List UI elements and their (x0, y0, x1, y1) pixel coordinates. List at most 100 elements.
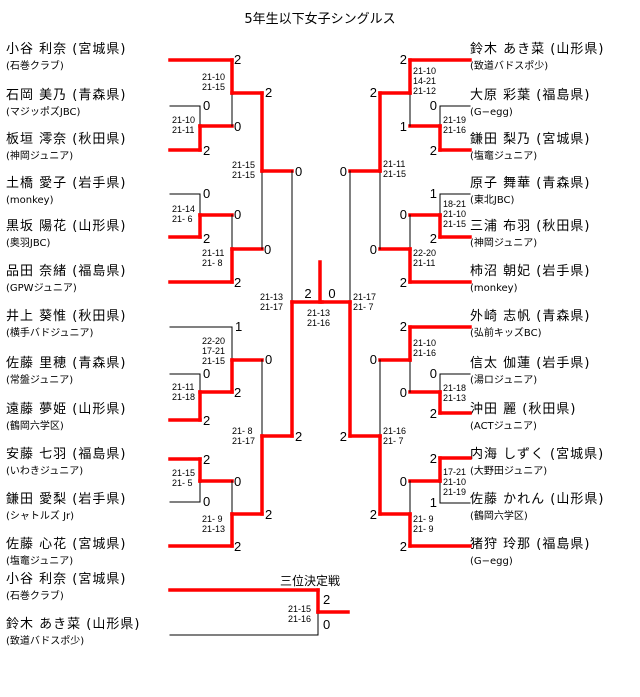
right-player-entry: 佐藤 かれん (山形県)(鶴岡六学区) (470, 492, 635, 523)
player-name: 原子 舞華 (青森県) (470, 176, 591, 191)
right-player-entry: 猪狩 玲那 (福島県)(G−egg) (470, 537, 635, 568)
game-score: 21-18 (172, 392, 195, 402)
game-score: 21-14 (172, 204, 195, 214)
player-club: (いわきジュニア) (6, 466, 84, 477)
game-score: 21-16 (413, 348, 436, 358)
match-score: 1 (235, 319, 242, 334)
game-score: 21-16 (383, 426, 406, 436)
match-score: 0 (370, 242, 377, 257)
match-score: 2 (400, 319, 407, 334)
player-name: 小谷 利奈 (宮城県) (6, 572, 127, 587)
game-score: 21-17 (232, 436, 255, 446)
match-score: 2 (234, 385, 241, 400)
player-club: (弘前キッズBC) (470, 328, 542, 339)
bracket-title: 5年生以下女子シングルス (244, 12, 396, 27)
player-name: 沖田 麗 (秋田県) (470, 402, 577, 417)
match-score: 2 (340, 429, 347, 444)
game-score: 21- 5 (172, 478, 193, 488)
match-score: 2 (265, 507, 272, 522)
right-player-entry: 原子 舞華 (青森県)(東北JBC) (470, 176, 635, 207)
game-score: 21-10 (172, 115, 195, 125)
left-player-entry: 品田 奈緒 (福島県)(GPWジュニア) (6, 264, 171, 295)
match-score: 1 (430, 495, 437, 510)
match-score: 2 (370, 507, 377, 522)
game-score: 17-21 (443, 467, 466, 477)
game-score: 21-11 (172, 125, 194, 135)
player-name: 柿沼 朝妃 (岩手県) (470, 264, 591, 279)
game-score: 21-17 (353, 292, 376, 302)
player-club: (鶴岡六学区) (6, 421, 64, 432)
match-score: 2 (203, 452, 210, 467)
player-club: (ACTジュニア) (470, 421, 537, 432)
game-score: 21-10 (202, 72, 225, 82)
player-club: (石巻クラブ) (6, 61, 64, 72)
right-player-entry: 外崎 志帆 (青森県)(弘前キッズBC) (470, 309, 635, 340)
left-player-entry: 黒坂 陽花 (山形県)(奥羽JBC) (6, 219, 171, 250)
player-name: 遠藤 夢姫 (山形県) (6, 402, 127, 417)
game-score: 21-10 (443, 477, 466, 487)
right-player-entry: 大原 彩葉 (福島県)(G−egg) (470, 88, 635, 119)
player-name: 猪狩 玲那 (福島県) (470, 537, 591, 552)
game-score: 22-20 (202, 336, 225, 346)
game-score: 21- 9 (202, 514, 223, 524)
right-player-entry: 鈴木 あき菜 (山形県)(致道バドスポ少) (470, 42, 635, 73)
match-score: 0 (400, 385, 407, 400)
player-club: (奥羽JBC) (6, 238, 51, 249)
game-score: 21-11 (202, 248, 224, 258)
match-score: 2 (304, 286, 311, 301)
player-name: 鎌田 梨乃 (宮城県) (470, 132, 591, 147)
player-name: 鈴木 あき菜 (山形県) (470, 42, 605, 57)
player-name: 鎌田 愛梨 (岩手県) (6, 492, 127, 507)
match-score: 2 (400, 275, 407, 290)
game-score: 21-11 (383, 159, 405, 169)
player-name: 石岡 美乃 (青森県) (6, 88, 127, 103)
player-club: (致道バドスポ少) (6, 636, 85, 647)
left-player-entry: 板垣 澪奈 (秋田県)(神岡ジュニア) (6, 132, 171, 163)
player-club: (マジッポズJBC) (6, 107, 81, 118)
game-score: 21-16 (307, 318, 330, 328)
game-score: 21-15 (288, 604, 311, 614)
game-score: 21-16 (288, 614, 311, 624)
match-score: 2 (430, 231, 437, 246)
third-place-title: 三位決定戦 (280, 574, 341, 588)
match-score: 2 (265, 85, 272, 100)
player-name: 安藤 七羽 (福島県) (6, 447, 127, 462)
player-name: 品田 奈緒 (福島県) (6, 264, 127, 279)
match-score: 0 (295, 164, 302, 179)
game-score: 14-21 (413, 76, 436, 86)
game-score: 21-11 (172, 382, 194, 392)
game-score: 21-19 (443, 487, 466, 497)
player-club: (シャトルズ Jr) (6, 511, 75, 522)
match-score: 0 (203, 186, 210, 201)
game-score: 22-20 (413, 248, 436, 258)
player-club: (大野田ジュニア) (470, 466, 548, 477)
player-club: (G−egg) (470, 107, 513, 118)
match-score: 0 (370, 352, 377, 367)
game-score: 21-12 (413, 86, 436, 96)
player-club: (石巻クラブ) (6, 591, 64, 602)
match-score: 2 (203, 231, 210, 246)
match-score: 0 (234, 119, 241, 134)
game-score: 21-13 (443, 393, 466, 403)
player-club: (塩竈ジュニア) (470, 151, 538, 162)
left-player-entry: 土橋 愛子 (岩手県)(monkey) (6, 176, 171, 207)
match-score: 0 (264, 242, 271, 257)
player-club: (常盤ジュニア) (6, 375, 74, 386)
player-club: (神岡ジュニア) (470, 238, 538, 249)
match-score: 2 (400, 52, 407, 67)
match-score: 0 (203, 494, 210, 509)
game-score: 21-10 (413, 338, 436, 348)
game-score: 21-16 (443, 125, 466, 135)
match-score: 2 (295, 429, 302, 444)
game-score: 21- 7 (383, 436, 404, 446)
match-score: 2 (430, 451, 437, 466)
match-score: 0 (430, 366, 437, 381)
game-score: 18-21 (443, 199, 466, 209)
game-score: 21- 9 (413, 524, 434, 534)
match-score: 2 (234, 52, 241, 67)
match-score: 0 (400, 474, 407, 489)
game-score: 21-17 (260, 302, 283, 312)
game-score: 21-15 (232, 160, 255, 170)
player-club: (鶴岡六学区) (470, 511, 528, 522)
